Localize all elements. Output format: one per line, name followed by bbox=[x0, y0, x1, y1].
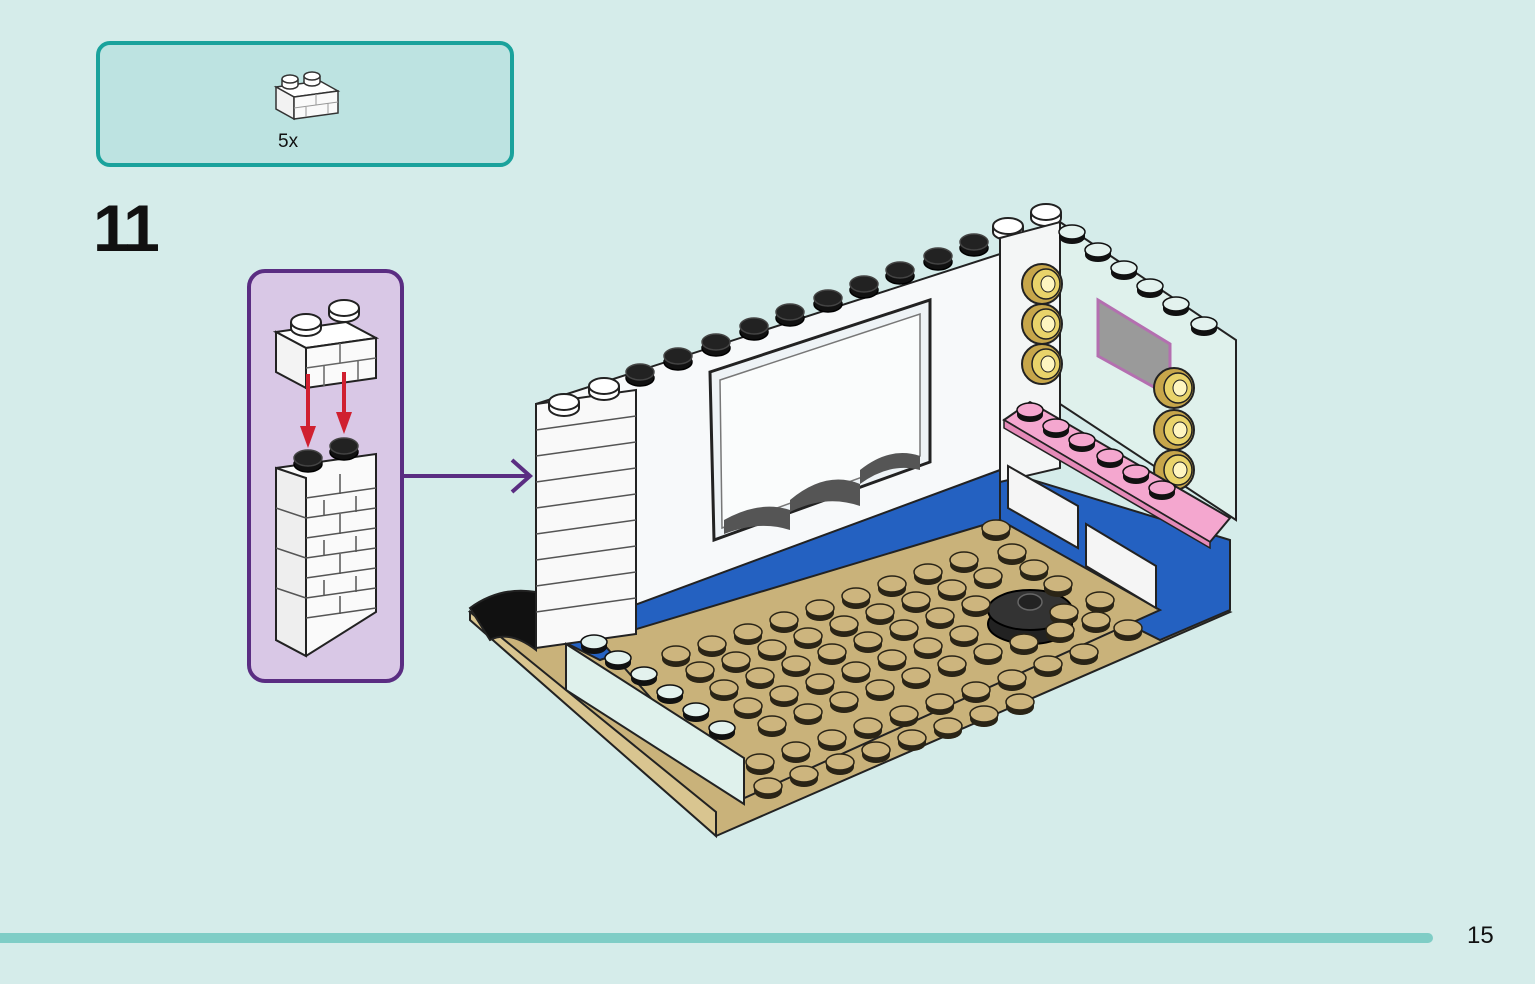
main-model bbox=[467, 203, 1237, 839]
placement-arrows bbox=[300, 372, 352, 448]
page-number: 15 bbox=[1467, 922, 1494, 949]
footer-divider bbox=[0, 933, 1433, 943]
part-quantity: 5x bbox=[278, 131, 299, 152]
link-arrow bbox=[404, 458, 534, 494]
brick-masonry-icon bbox=[273, 71, 341, 121]
submodel-stack bbox=[275, 437, 377, 658]
submodel-new-brick bbox=[275, 299, 377, 389]
step-number: 11 bbox=[93, 191, 160, 265]
parts-callout: 5x bbox=[96, 41, 514, 167]
